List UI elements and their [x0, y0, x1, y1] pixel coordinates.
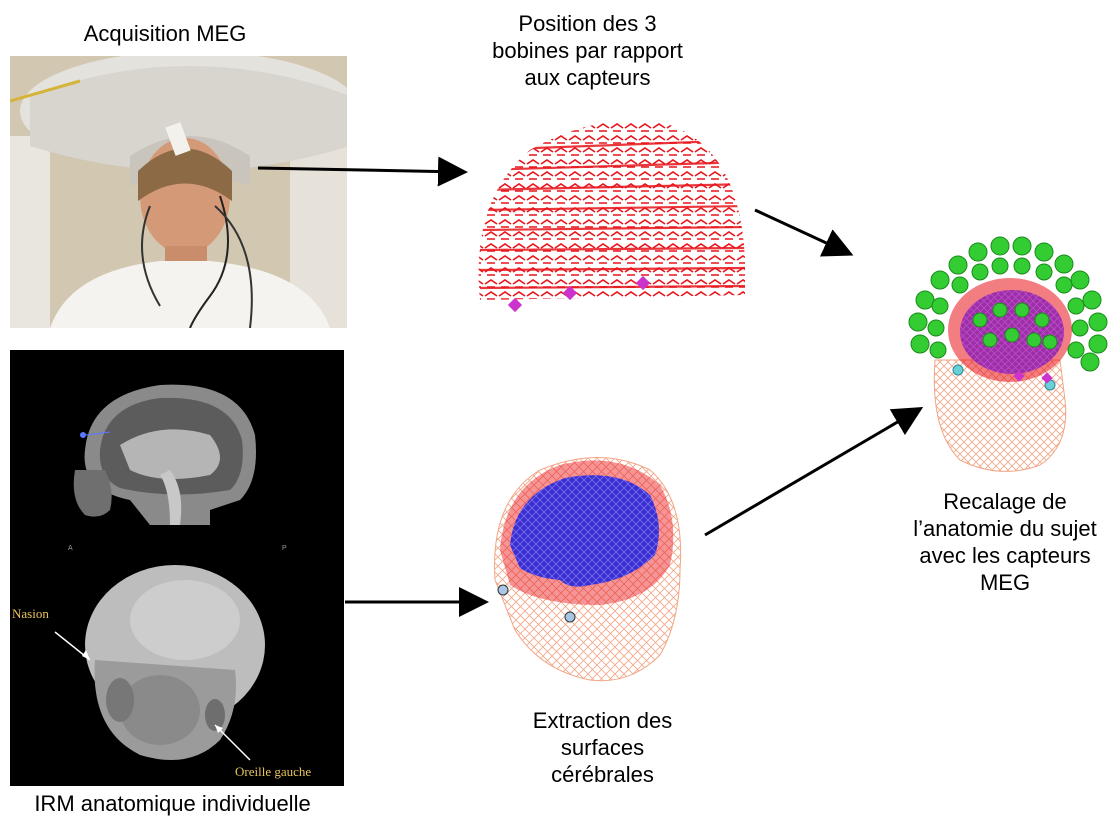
surface-extraction-line-1: Extraction des — [490, 707, 715, 734]
sensor-array-figure — [470, 110, 760, 320]
left-ear-annotation: Oreille gauche — [235, 764, 311, 780]
mri-individual-caption: IRM anatomique individuelle — [0, 790, 345, 817]
nasion-annotation: Nasion — [12, 606, 49, 622]
arrow-sensors-to-coregistration — [755, 210, 848, 253]
mri-corner-label-left: A — [68, 545, 73, 552]
coil-position-line-3: aux capteurs — [455, 64, 720, 91]
coil-position-line-2: bobines par rapport — [455, 37, 720, 64]
surface-extraction-caption: Extraction des surfaces cérébrales — [490, 707, 715, 788]
mri-corner-label-right: P — [282, 545, 287, 552]
coil-position-caption: Position des 3 bobines par rapport aux c… — [455, 10, 720, 91]
meg-acquisition-photo — [10, 56, 347, 328]
coregistration-line-1: Recalage de — [900, 488, 1110, 515]
coregistration-figure — [900, 210, 1110, 480]
coregistration-line-4: MEG — [900, 569, 1110, 596]
coregistration-line-3: avec les capteurs — [900, 542, 1110, 569]
mri-panel: A P Nasion Oreille gauche — [10, 350, 344, 786]
surface-extraction-line-2: surfaces — [490, 734, 715, 761]
coil-position-line-1: Position des 3 — [455, 10, 720, 37]
coil-marker — [508, 298, 522, 312]
surface-extraction-figure — [480, 440, 695, 690]
meg-acquisition-caption: Acquisition MEG — [40, 20, 290, 47]
surface-extraction-line-3: cérébrales — [490, 761, 715, 788]
coregistration-caption: Recalage de l’anatomie du sujet avec les… — [900, 488, 1110, 596]
coregistration-line-2: l’anatomie du sujet — [900, 515, 1110, 542]
arrow-surfaces-to-coregistration — [705, 410, 918, 535]
